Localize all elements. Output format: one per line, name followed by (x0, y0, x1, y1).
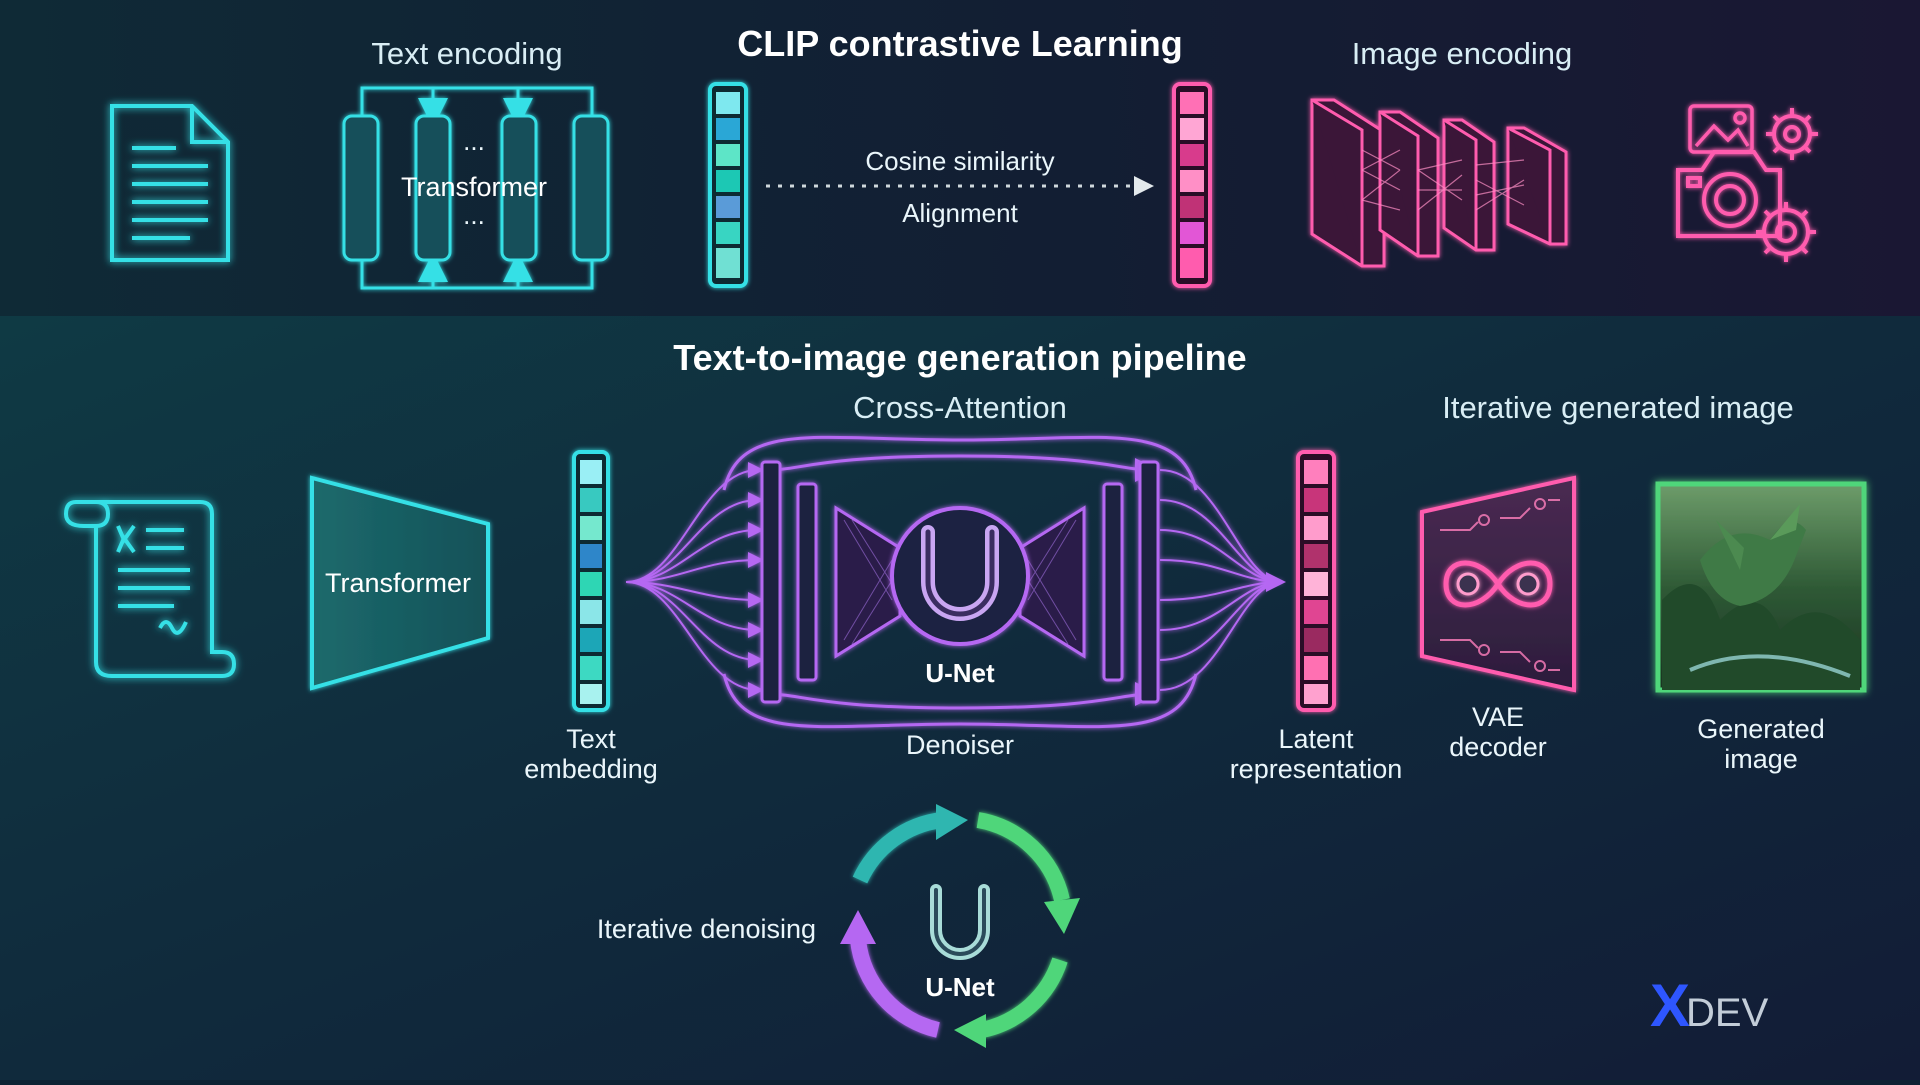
gear-icon (1756, 108, 1818, 262)
loop-unet-u-glyph-inner (934, 888, 986, 956)
text-encoding-label: Text encoding (371, 36, 562, 71)
cosine-arrowhead (1134, 176, 1154, 196)
iterative-denoising-label: Iterative denoising (597, 914, 816, 944)
image-encoder-cnn (1310, 98, 1568, 268)
denoiser-out-arrowhead (1266, 572, 1286, 592)
top-transformer-block (342, 86, 610, 290)
cosine-similarity-label: Cosine similarity (865, 146, 1054, 176)
image-encoding-label: Image encoding (1352, 36, 1573, 71)
top-transformer-label: Transformer (401, 172, 547, 202)
cross-attention-label: Cross-Attention (853, 390, 1067, 425)
text-embedding-label-line2: embedding (524, 754, 658, 784)
image-embedding-vector-top (1172, 82, 1212, 288)
latent-label-line1: Latent (1278, 724, 1354, 754)
top-panel-background (0, 0, 1920, 316)
vae-label-line1: VAE (1472, 702, 1524, 732)
denoiser-outline (722, 435, 1198, 729)
generated-image-label-line1: Generated (1697, 714, 1825, 744)
denoiser-label: Denoiser (906, 730, 1014, 760)
vae-label-line2: decoder (1449, 732, 1547, 762)
generated-image (1655, 481, 1867, 693)
bottom-transformer-label: Transformer (325, 568, 471, 598)
cross-attention-fan-in (625, 462, 764, 698)
unet-funnel-hatch (843, 519, 1077, 645)
unet-u-glyph-inner (925, 529, 995, 617)
top-ellipsis-lower: ... (463, 200, 485, 230)
loop-unet-label: U-Net (925, 972, 995, 1002)
iterative-generated-image-label: Iterative generated image (1442, 390, 1794, 425)
document-icon (110, 104, 230, 262)
pipeline-title: Text-to-image generation pipeline (673, 337, 1246, 378)
infinity-icon (1443, 560, 1553, 608)
unet-funnels (834, 505, 1086, 659)
generated-image-label-line2: image (1724, 744, 1798, 774)
clip-title: CLIP contrastive Learning (737, 23, 1182, 64)
watermark-x-logo: X (1650, 972, 1690, 1039)
iterative-loop-arrowheads (840, 804, 1080, 1048)
vae-circuit-pattern (1440, 498, 1560, 672)
unet-circle (890, 506, 1030, 646)
scroll-icon (63, 500, 237, 678)
iterative-loop-arrows (850, 812, 1070, 1038)
watermark-dev-text: DEV (1686, 991, 1769, 1035)
text-embedding-label-line1: Text (566, 724, 616, 754)
latent-label-line2: representation (1230, 754, 1403, 784)
latent-vector (1296, 450, 1336, 712)
alignment-label: Alignment (902, 198, 1018, 228)
unet-label: U-Net (925, 658, 995, 688)
cnn-connections (1361, 149, 1525, 211)
bottom-panel-background (0, 316, 1920, 1080)
bottom-transformer-block (310, 475, 490, 691)
unet-encoder-decoder-bars (760, 460, 1160, 704)
camera-icon (1676, 150, 1782, 238)
text-embedding-vector (572, 450, 610, 712)
top-ellipsis-upper: ... (463, 126, 485, 156)
text-embedding-vector-top (708, 82, 748, 288)
